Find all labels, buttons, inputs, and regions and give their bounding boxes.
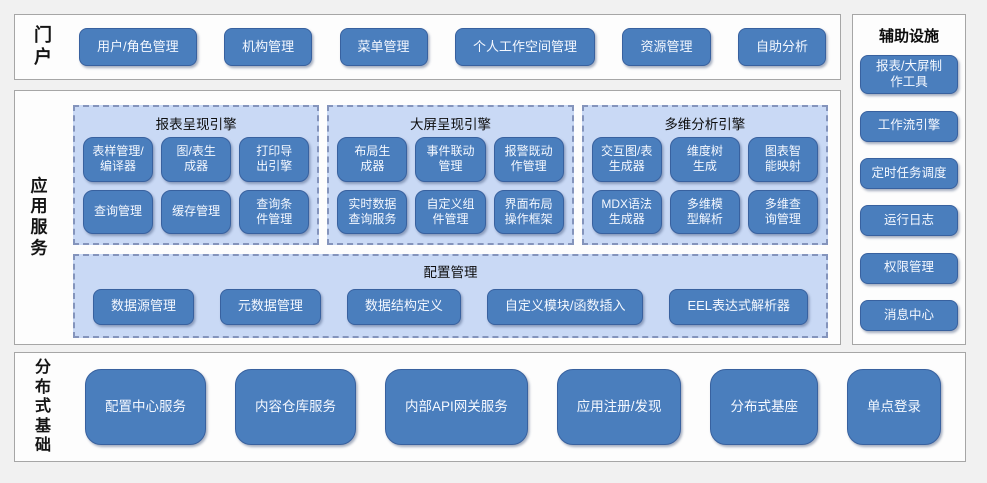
config-title: 配置管理 <box>423 265 478 280</box>
distributed-base-section: 分布式基础 配置中心服务内容仓库服务内部API网关服务应用注册/发现分布式基座单… <box>14 352 966 462</box>
auxiliary-button[interactable]: 工作流引擎 <box>860 110 958 142</box>
engine-item-button[interactable]: 表样管理/ 编译器 <box>83 137 154 182</box>
auxiliary-buttons: 报表/大屏制 作工具工作流引擎定时任务调度运行日志权限管理消息中心 <box>860 55 958 331</box>
config-button[interactable]: 元数据管理 <box>219 288 321 325</box>
engine-item-button[interactable]: 实时数据 查询服务 <box>337 189 408 234</box>
engine-item-button[interactable]: 布局生 成器 <box>337 137 408 182</box>
engine-title: 报表呈现引擎 <box>155 117 237 132</box>
engine-item-button[interactable]: 维度树 生成 <box>669 137 740 182</box>
engine-item-button[interactable]: 图表智 能映射 <box>747 137 818 182</box>
auxiliary-section: 辅助设施 报表/大屏制 作工具工作流引擎定时任务调度运行日志权限管理消息中心 <box>852 14 966 345</box>
config-button[interactable]: EEL表达式解析器 <box>669 288 809 325</box>
engine-items: 布局生 成器事件联动 管理报警既动 作管理实时数据 查询服务自定义组 件管理界面… <box>337 137 564 234</box>
distributed-button[interactable]: 配置中心服务 <box>85 369 206 445</box>
config-button[interactable]: 自定义模块/函数插入 <box>486 288 644 325</box>
engine-item-button[interactable]: MDX语法 生成器 <box>591 189 662 234</box>
distributed-button[interactable]: 内容仓库服务 <box>234 369 356 445</box>
distributed-base-label: 分布式基础 <box>34 359 51 455</box>
app-services-label: 应用服务 <box>30 176 48 258</box>
engine-item-button[interactable]: 报警既动 作管理 <box>493 137 564 182</box>
app-services-section: 应用服务 报表呈现引擎 表样管理/ 编译器图/表生 成器打印导 出引擎查询管理缓… <box>14 90 841 345</box>
distributed-button[interactable]: 应用注册/发现 <box>556 369 682 445</box>
engine-item-button[interactable]: 查询条 件管理 <box>239 189 310 234</box>
distributed-button[interactable]: 内部API网关服务 <box>384 369 528 445</box>
engine-items: 交互图/表 生成器维度树 生成图表智 能映射 MDX语法 生成器多维模 型解析多维… <box>591 137 818 234</box>
auxiliary-button[interactable]: 消息中心 <box>860 299 958 331</box>
portal-buttons-row: 用户/角色管理机构管理菜单管理个人工作空间管理资源管理自助分析 <box>79 28 826 66</box>
engine-item-button[interactable]: 图/表生 成器 <box>161 137 232 182</box>
engines-row: 报表呈现引擎 表样管理/ 编译器图/表生 成器打印导 出引擎查询管理缓存管理查询… <box>73 105 828 245</box>
distributed-button[interactable]: 单点登录 <box>846 369 941 445</box>
portal-button[interactable]: 资源管理 <box>622 28 711 66</box>
engine-item-button[interactable]: 打印导 出引擎 <box>239 137 310 182</box>
engine-title: 大屏呈现引擎 <box>409 117 491 132</box>
engine-item-button[interactable]: 缓存管理 <box>161 189 232 234</box>
portal-button[interactable]: 菜单管理 <box>339 28 428 66</box>
portal-button[interactable]: 用户/角色管理 <box>79 28 197 66</box>
portal-label: 门户 <box>34 25 52 67</box>
engine-box-dashboard: 大屏呈现引擎 布局生 成器事件联动 管理报警既动 作管理实时数据 查询服务自定义… <box>327 105 574 245</box>
engine-item-button[interactable]: 事件联动 管理 <box>415 137 486 182</box>
engine-item-button[interactable]: 自定义组 件管理 <box>415 189 486 234</box>
engine-item-button[interactable]: 多维模 型解析 <box>669 189 740 234</box>
distributed-button[interactable]: 分布式基座 <box>710 369 818 445</box>
engine-item-button[interactable]: 查询管理 <box>83 189 154 234</box>
auxiliary-button[interactable]: 运行日志 <box>860 205 958 237</box>
engine-box-report: 报表呈现引擎 表样管理/ 编译器图/表生 成器打印导 出引擎查询管理缓存管理查询… <box>73 105 320 245</box>
auxiliary-button[interactable]: 报表/大屏制 作工具 <box>860 55 958 95</box>
config-button[interactable]: 数据源管理 <box>92 288 194 325</box>
engine-items: 表样管理/ 编译器图/表生 成器打印导 出引擎查询管理缓存管理查询条 件管理 <box>83 137 310 234</box>
auxiliary-button[interactable]: 权限管理 <box>860 252 958 284</box>
distributed-buttons-row: 配置中心服务内容仓库服务内部API网关服务应用注册/发现分布式基座单点登录 <box>85 369 941 445</box>
portal-section: 门户 用户/角色管理机构管理菜单管理个人工作空间管理资源管理自助分析 <box>14 14 841 80</box>
engine-item-button[interactable]: 界面布局 操作框架 <box>493 189 564 234</box>
engine-title: 多维分析引擎 <box>664 117 746 132</box>
config-management-box: 配置管理 数据源管理元数据管理数据结构定义自定义模块/函数插入 EEL表达式解析器 <box>73 254 828 338</box>
config-button[interactable]: 数据结构定义 <box>346 288 461 325</box>
auxiliary-button[interactable]: 定时任务调度 <box>860 157 958 189</box>
engine-item-button[interactable]: 交互图/表 生成器 <box>591 137 662 182</box>
auxiliary-title: 辅助设施 <box>878 28 939 45</box>
config-items: 数据源管理元数据管理数据结构定义自定义模块/函数插入 EEL表达式解析器 <box>85 285 816 328</box>
portal-button[interactable]: 自助分析 <box>737 28 826 66</box>
engine-item-button[interactable]: 多维查 询管理 <box>747 189 818 234</box>
portal-button[interactable]: 机构管理 <box>224 28 313 66</box>
portal-button[interactable]: 个人工作空间管理 <box>455 28 596 66</box>
